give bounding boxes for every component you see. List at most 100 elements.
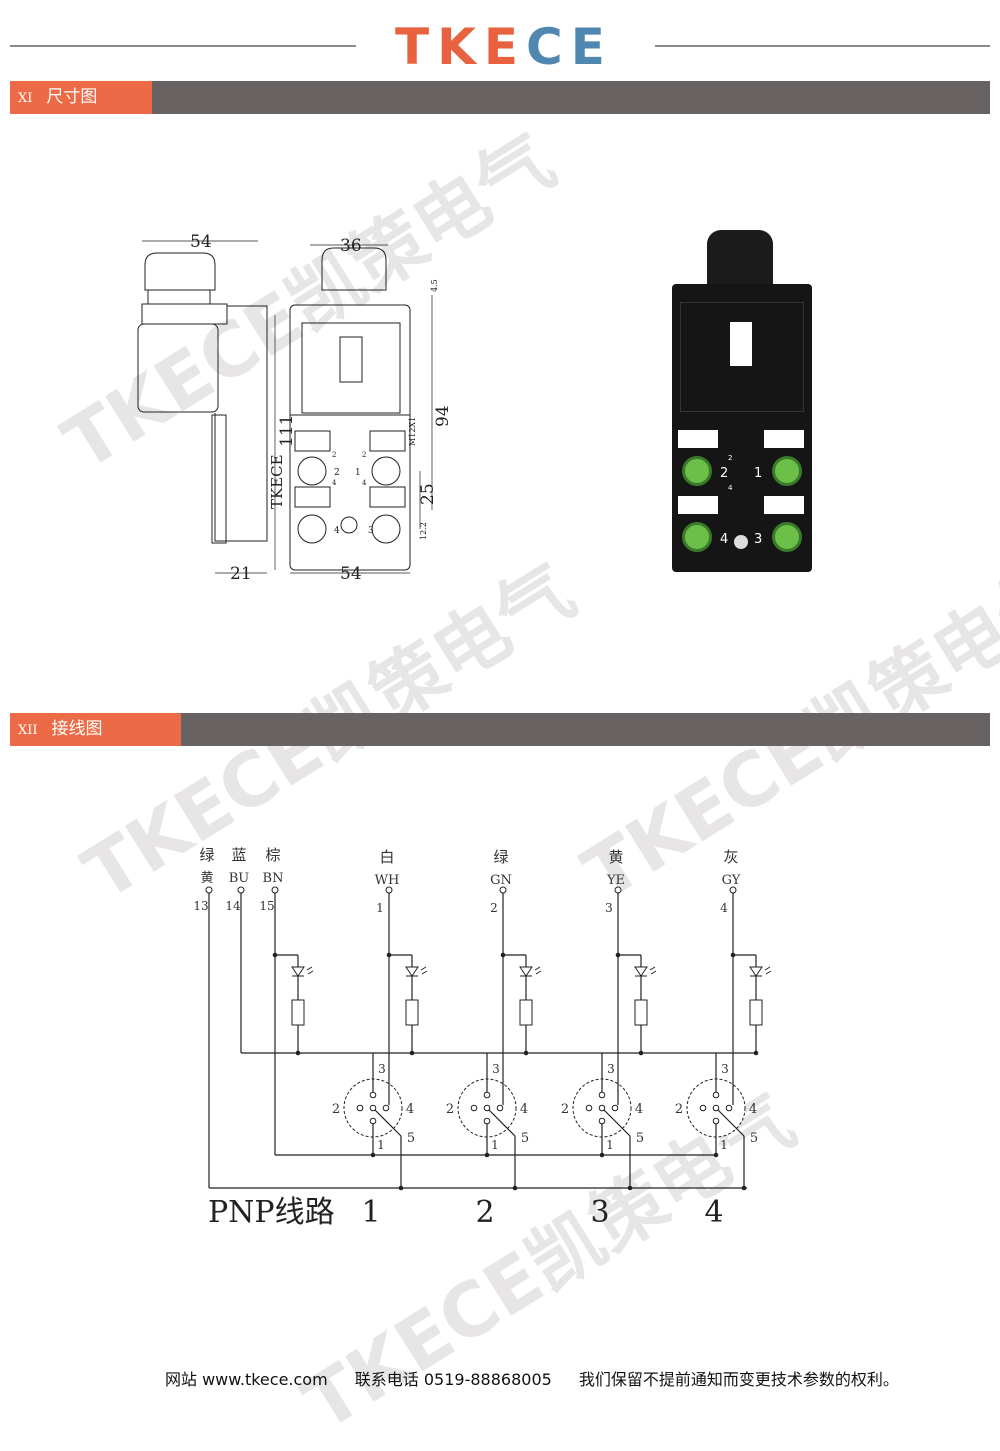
wire-code-label: 黄: [200, 871, 213, 886]
dim-front-width: 54: [340, 564, 362, 584]
terminal-circle: [205, 886, 213, 894]
pin-number: 2: [675, 1102, 683, 1117]
junction-dot: [484, 1152, 490, 1158]
footer-phone: 联系电话 0519-88868005: [354, 1370, 552, 1389]
terminal-circle: [614, 886, 622, 894]
connector-pin: [712, 1104, 720, 1112]
port-number: 1: [754, 466, 763, 481]
dim-small: 4.5: [430, 279, 439, 292]
pin-number: 5: [407, 1131, 415, 1146]
pin-number: 1: [491, 1138, 499, 1152]
connector-pin: [483, 1117, 491, 1125]
pin-label: 4: [362, 479, 367, 487]
junction-dot: [599, 1152, 605, 1158]
terminal-number: 13: [193, 899, 208, 913]
resistor-icon: [749, 999, 763, 1026]
junction-dot: [713, 1152, 719, 1158]
port-number: 3: [368, 526, 374, 536]
side-view: [137, 252, 268, 544]
junction-dot: [753, 1050, 759, 1056]
wire: [717, 1109, 745, 1137]
connector-pin: [356, 1104, 364, 1112]
cable-gland: [707, 230, 773, 290]
wire-color-label: 灰: [723, 848, 738, 866]
channel-number: 1: [361, 1195, 380, 1230]
junction-dot: [523, 1050, 529, 1056]
terminal-circle: [499, 886, 507, 894]
section-bar-dimensions: XI 尺寸图: [10, 81, 990, 114]
section-title: 接线图: [51, 719, 103, 739]
connector-pin: [483, 1104, 491, 1112]
light-emission-icon: [420, 966, 428, 975]
pin-label: 4: [332, 479, 337, 487]
port-4: [682, 522, 712, 552]
light-emission-icon: [306, 966, 314, 975]
resistor-icon: [291, 999, 305, 1026]
dim-depth: 21: [230, 564, 252, 584]
connector-pin: [369, 1091, 377, 1099]
led-icon: [749, 966, 763, 977]
terminal-circle: [271, 886, 279, 894]
wire-code-label: WH: [375, 873, 400, 888]
connector-pin: [483, 1091, 491, 1099]
channel-number: 2: [475, 1195, 494, 1230]
port-number: 2: [334, 468, 340, 478]
wire-code-label: GY: [722, 873, 741, 888]
led-icon: [405, 966, 419, 977]
pin-number: 1: [720, 1138, 728, 1152]
junction-dot: [398, 1185, 404, 1191]
wire: [374, 1109, 402, 1137]
pin-number: 4: [635, 1102, 643, 1117]
pin-number: 4: [520, 1102, 528, 1117]
connector-pin: [369, 1117, 377, 1125]
port-number: 4: [334, 526, 340, 536]
terminal-number: 1: [376, 901, 384, 915]
wire-color-label: 绿: [199, 846, 214, 864]
connector-pin: [725, 1104, 733, 1112]
brand-embossing: TKECE: [268, 454, 286, 509]
footer: 网站 www.tkece.com 联系电话 0519-88868005 我们保留…: [165, 1366, 899, 1390]
port-number: 4: [720, 532, 729, 547]
light-emission-icon: [649, 966, 657, 975]
wire-code-label: BU: [229, 871, 250, 886]
wire: [488, 1109, 516, 1137]
terminal-number: 4: [720, 901, 728, 915]
pin-number: 5: [750, 1131, 758, 1146]
port-3: [772, 522, 802, 552]
header-rule-right: [655, 45, 990, 47]
resistor-icon: [634, 999, 648, 1026]
channel-number: 4: [704, 1195, 723, 1230]
connector-pin: [369, 1104, 377, 1112]
port-number: 3: [754, 532, 763, 547]
footer-website: 网站 www.tkece.com: [165, 1370, 328, 1389]
pin-label: 2: [728, 454, 733, 462]
dim-top-width: 36: [340, 236, 362, 256]
section-number: XI: [18, 91, 33, 106]
connector-pin: [598, 1091, 606, 1099]
led-icon: [634, 966, 648, 977]
dimension-lines: [142, 240, 433, 574]
pin-number: 1: [377, 1138, 385, 1152]
terminal-circle: [237, 886, 245, 894]
dim-side-width: 54: [190, 232, 212, 252]
section-title: 尺寸图: [46, 87, 98, 107]
connector-pin: [712, 1091, 720, 1099]
connector-pin: [585, 1104, 593, 1112]
port-number: 2: [720, 466, 729, 481]
connector-pin: [598, 1117, 606, 1125]
pin-number: 5: [521, 1131, 529, 1146]
pin-number: 2: [561, 1102, 569, 1117]
connector-pin: [712, 1117, 720, 1125]
connector-pin: [470, 1104, 478, 1112]
wire-code-label: GN: [490, 873, 512, 888]
wire-code-label: BN: [263, 871, 284, 886]
junction-dot: [295, 1050, 301, 1056]
terminal-number: 14: [225, 899, 241, 913]
connector-pin: [699, 1104, 707, 1112]
dim-pitch: 25: [418, 483, 438, 505]
resistor-icon: [519, 999, 533, 1026]
header-rule-left: [10, 45, 356, 47]
connector-pin: [496, 1104, 504, 1112]
connector-pin: [611, 1104, 619, 1112]
